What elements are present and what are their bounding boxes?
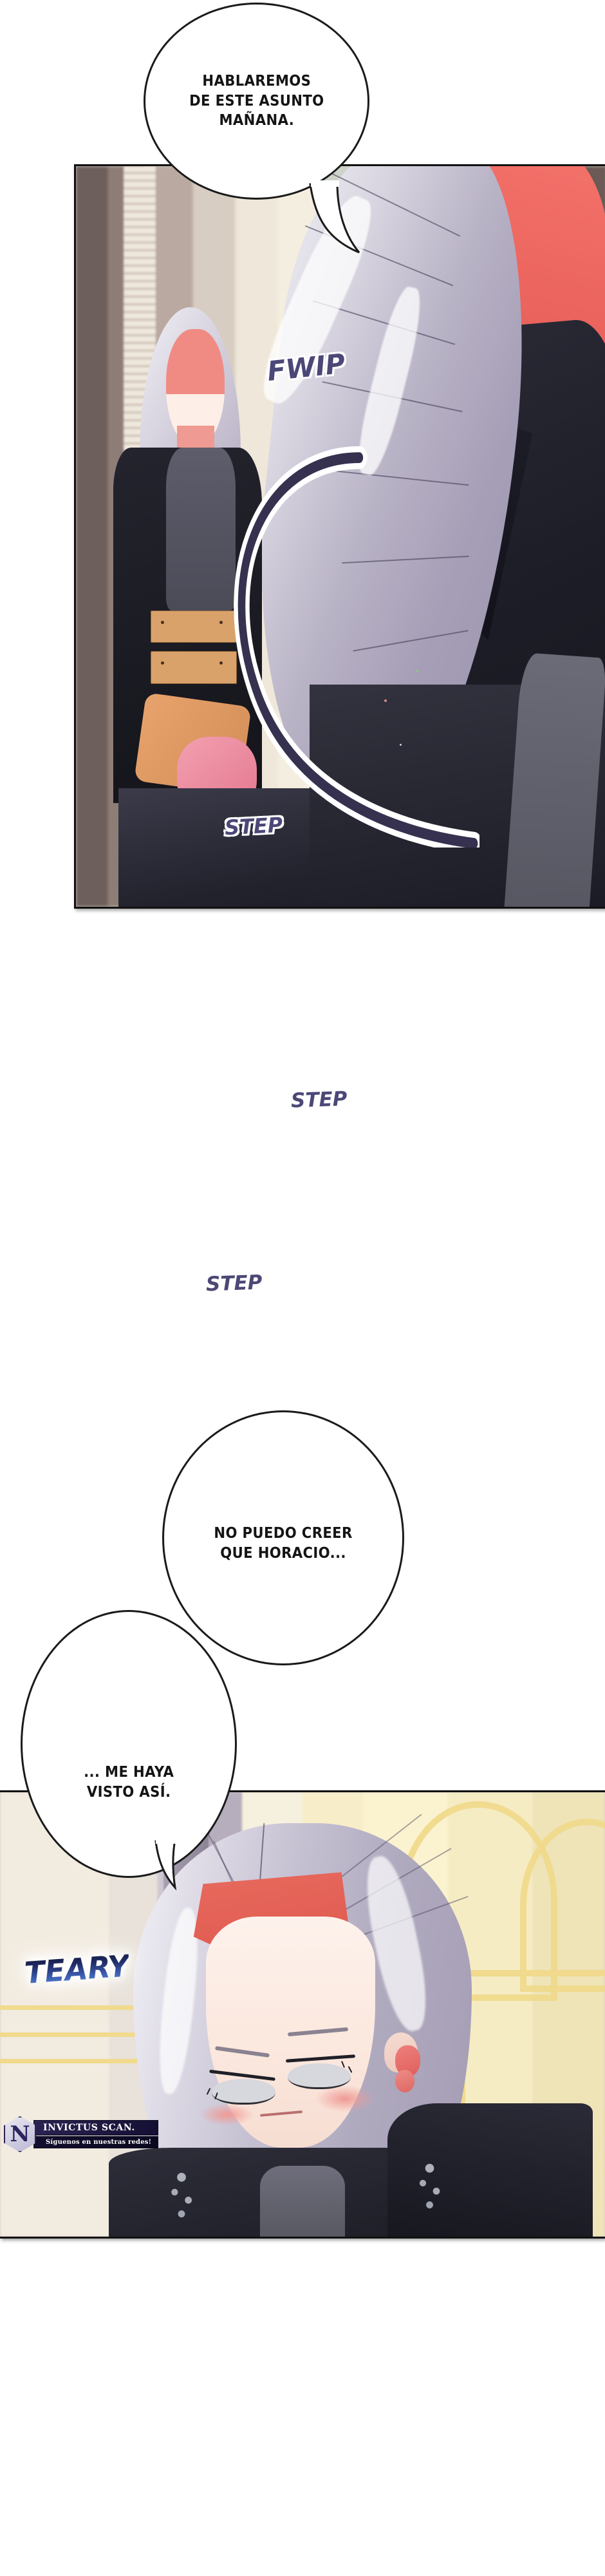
panel-1: FWIP STEP <box>74 164 605 909</box>
window-rail-left-3 <box>0 2059 145 2063</box>
logo-letter: N <box>10 2121 30 2147</box>
speech-bubble-2-text: NO PUEDO CREER QUE HORACIO... <box>214 1525 353 1562</box>
speech-bubble-2: NO PUEDO CREER QUE HORACIO... <box>162 1410 404 1665</box>
belt-stud <box>161 621 164 625</box>
speech-bubble-1-tail <box>309 180 380 258</box>
grey-collar <box>260 2165 345 2237</box>
watermark-title: INVICTUS SCAN. <box>33 2120 159 2136</box>
coat-embroidery-right <box>405 2156 454 2215</box>
speech-bubble-1-text: HABLAREMOS DE ESTE ASUNTO MAÑANA. <box>189 72 324 129</box>
belt-stud <box>219 621 223 625</box>
window-rail-left-1 <box>0 2005 145 2011</box>
dust-speck <box>384 699 387 702</box>
belt-stud <box>161 661 164 665</box>
window-rail-left-2 <box>0 2032 145 2037</box>
invictus-logo-icon: N <box>4 2116 36 2152</box>
watermark-bars: INVICTUS SCAN. Síguenos en nuestras rede… <box>33 2120 159 2148</box>
watermark-subtitle: Síguenos en nuestras redes! <box>33 2136 159 2148</box>
sfx-step-1: STEP <box>224 812 284 840</box>
watermark: N INVICTUS SCAN. Síguenos en nuestras re… <box>4 2116 159 2152</box>
woman2-belt-upper <box>150 611 237 643</box>
speech-bubble-1: HABLAREMOS DE ESTE ASUNTO MAÑANA. <box>144 3 369 200</box>
belt-stud <box>219 661 223 665</box>
sfx-step-2: STEP <box>290 1087 348 1113</box>
window-rail-h <box>399 1970 605 1976</box>
sfx-step-3: STEP <box>205 1271 263 1296</box>
woman2-turtleneck <box>166 448 236 611</box>
woman2-belt-lower <box>150 651 237 684</box>
dust-speck <box>416 670 418 672</box>
speech-bubble-3-tail <box>153 1839 192 1890</box>
speech-bubble-3: ... ME HAYA VISTO ASÍ. <box>21 1610 237 1878</box>
speech-bubble-3-text: ... ME HAYA VISTO ASÍ. <box>83 1764 174 1801</box>
blush-right <box>314 2085 375 2112</box>
blush-left <box>200 2103 254 2126</box>
eye-left <box>212 2079 275 2105</box>
coat-embroidery-left <box>157 2165 206 2224</box>
earring-lower <box>395 2070 414 2092</box>
